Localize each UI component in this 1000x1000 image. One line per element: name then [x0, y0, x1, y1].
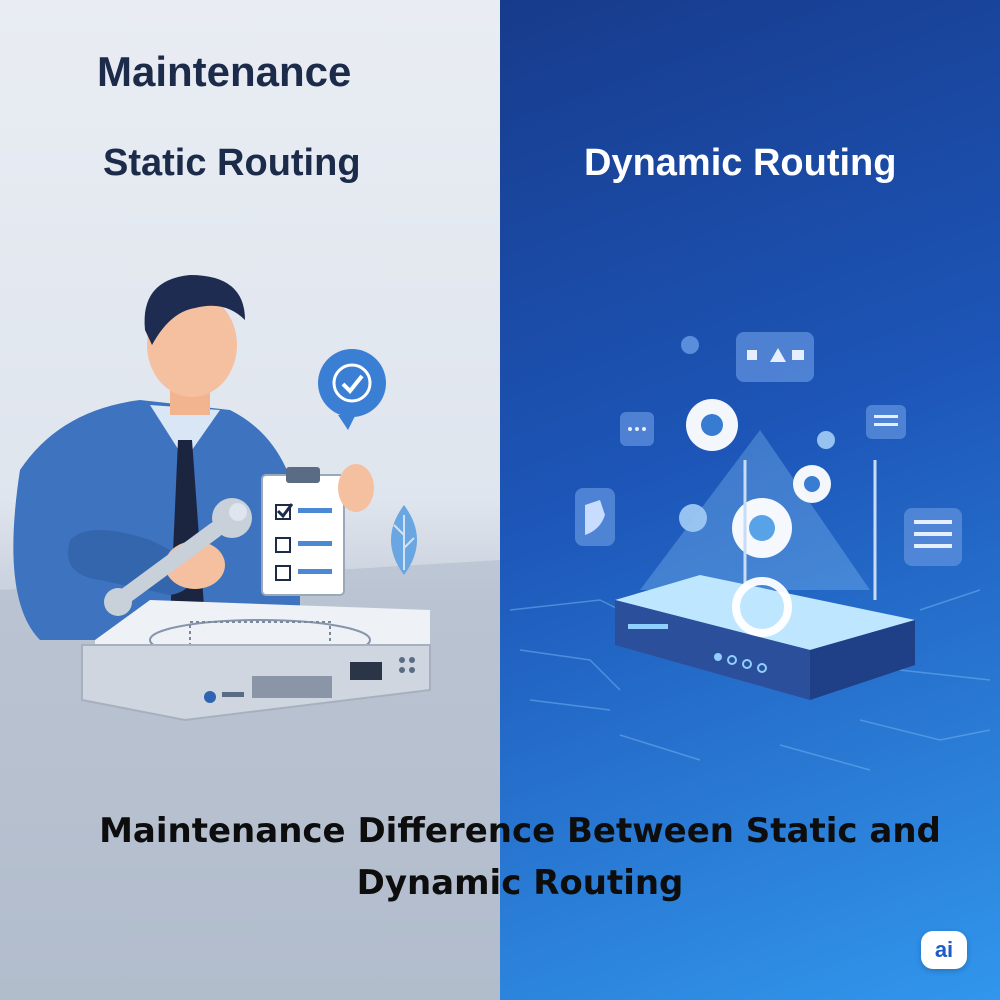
caption: Maintenance Difference Between Static an… [80, 805, 960, 909]
ai-badge: ai [921, 931, 967, 969]
static-routing-illustration [0, 275, 500, 1000]
clipboard-checklist-icon [261, 464, 374, 596]
wrench-icon [104, 498, 252, 616]
caption-line-1: Maintenance Difference Between Static an… [99, 811, 941, 851]
checkmark-bubble-icon [318, 349, 386, 430]
caption-line-2: Dynamic Routing [356, 863, 684, 903]
technician-figure [13, 275, 300, 640]
gear-icon [679, 399, 835, 558]
static-routing-heading: Static Routing [103, 142, 361, 184]
circuit-lines [509, 589, 991, 771]
dynamic-router-icon [615, 575, 915, 700]
shield-icon [585, 500, 605, 535]
dynamic-routing-heading: Dynamic Routing [584, 142, 897, 184]
maintenance-heading: Maintenance [97, 48, 352, 95]
static-router-icon [81, 600, 431, 722]
leaf-icon [391, 505, 417, 575]
